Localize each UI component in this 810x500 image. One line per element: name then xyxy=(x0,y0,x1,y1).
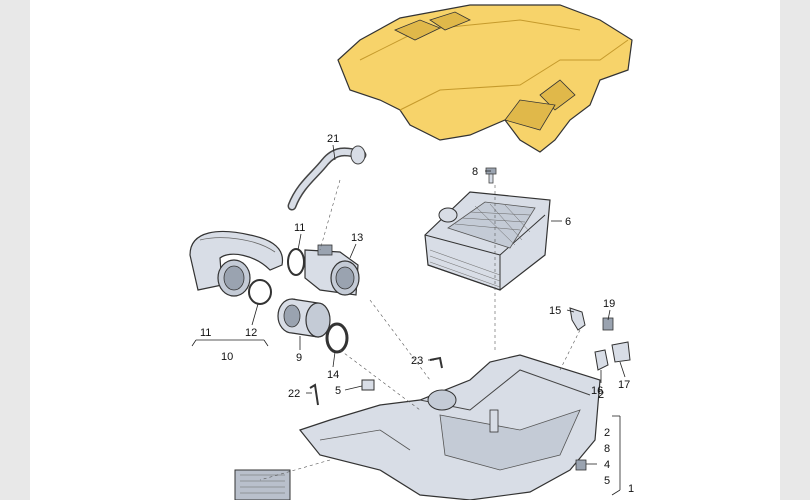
breather-hose xyxy=(287,145,367,211)
callout-12: 12 xyxy=(245,327,257,339)
callout-22: 22 xyxy=(288,388,300,400)
callout-6: 6 xyxy=(565,216,571,228)
callout-14: 14 xyxy=(327,369,339,381)
callout-15: 15 xyxy=(549,305,561,317)
callout-19: 19 xyxy=(603,298,615,310)
small-fittings xyxy=(309,307,631,471)
callout-5-upper: 5 xyxy=(335,385,341,397)
callout-21: 21 xyxy=(327,133,339,145)
callout-11-upper: 11 xyxy=(294,222,305,234)
callout-23: 23 xyxy=(411,355,423,367)
callout-17: 17 xyxy=(618,379,630,391)
leader-lines xyxy=(191,144,626,496)
dashed-guides xyxy=(259,179,581,481)
airflow-meter xyxy=(304,244,360,296)
air-filter-element xyxy=(424,191,551,291)
callout-16: 16 xyxy=(591,385,603,397)
connecting-sleeve xyxy=(277,298,331,338)
intake-duct xyxy=(189,230,284,297)
callout-4: 4 xyxy=(604,459,610,471)
callout-9: 9 xyxy=(296,352,302,364)
engine-cover xyxy=(337,4,633,153)
sealing-ring xyxy=(325,322,349,354)
callout-2-lower: 2 xyxy=(604,427,610,439)
callout-8-lower: 8 xyxy=(604,443,610,455)
callout-13: 13 xyxy=(351,232,363,244)
callout-5-lower: 5 xyxy=(604,475,610,487)
hose-clamp-lower xyxy=(248,279,272,305)
hose-clamp-upper xyxy=(287,248,305,276)
callout-2-upper: 2 xyxy=(598,389,604,401)
air-filter-housing xyxy=(234,354,601,500)
bolt-upper xyxy=(485,167,497,184)
callout-10: 10 xyxy=(221,351,233,363)
callout-labels: 21 8 6 11 13 11 12 10 9 14 15 19 16 17 2… xyxy=(200,133,634,495)
callout-1: 1 xyxy=(628,483,634,495)
callout-8-upper: 8 xyxy=(472,166,478,178)
callout-11-lower: 11 xyxy=(200,327,211,339)
